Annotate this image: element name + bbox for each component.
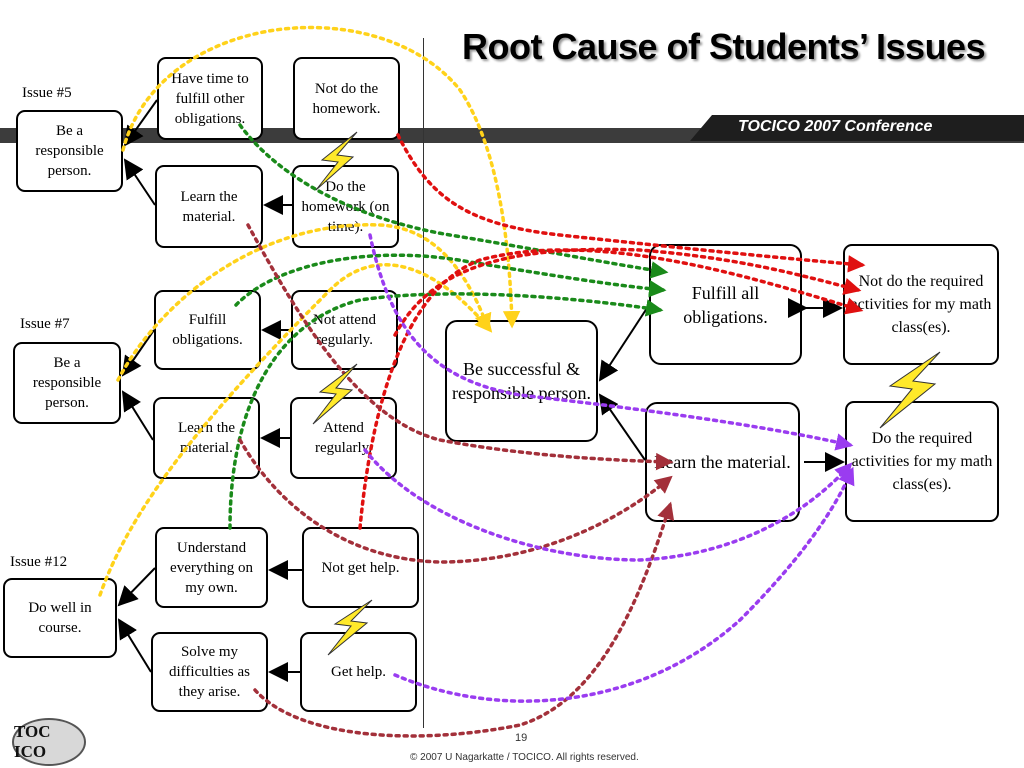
issue7-not-attend-box: Not attend regularly. bbox=[291, 290, 398, 370]
issue-5-label: Issue #5 bbox=[22, 85, 72, 101]
issue5-goal-box: Be a responsible person. bbox=[16, 110, 123, 192]
connector-arrow bbox=[117, 567, 156, 607]
connector-arrow bbox=[598, 304, 650, 382]
tocico-logo: TOC ICO bbox=[12, 718, 86, 766]
result-learn-box: Learn the material. bbox=[645, 402, 800, 522]
connector-arrow bbox=[121, 390, 154, 441]
result-goal-box: Be successful & responsible person. bbox=[445, 320, 598, 442]
issue5-not-do-homework-box: Not do the homework. bbox=[293, 57, 400, 140]
conference-label: TOCICO 2007 Conference bbox=[738, 118, 933, 135]
result-not-do-box: Not do the required activities for my ma… bbox=[843, 244, 999, 365]
result-fulfill-box: Fulfill all obligations. bbox=[649, 244, 802, 365]
connector-arrow bbox=[121, 329, 155, 377]
connector-arrow bbox=[598, 393, 646, 461]
issue5-do-homework-box: Do the homework (on time). bbox=[292, 165, 399, 248]
issue7-fulfill-box: Fulfill obligations. bbox=[154, 290, 261, 370]
page-number: 19 bbox=[515, 732, 528, 744]
issue-12-label: Issue #12 bbox=[10, 554, 68, 570]
connector-arrow bbox=[117, 618, 152, 673]
divider-line bbox=[423, 38, 424, 728]
issue12-solve-box: Solve my difficulties as they arise. bbox=[151, 632, 268, 712]
issue7-attend-box: Attend regularly. bbox=[290, 397, 397, 479]
issue-7-label: Issue #7 bbox=[20, 316, 70, 332]
issue5-have-time-box: Have time to fulfill other obligations. bbox=[157, 57, 263, 140]
copyright-text: © 2007 U Nagarkatte / TOCICO. All rights… bbox=[410, 752, 639, 763]
connector-arrow bbox=[123, 158, 156, 206]
page-title: Root Cause of Students’ Issues bbox=[462, 26, 986, 67]
issue7-goal-box: Be a responsible person. bbox=[13, 342, 121, 424]
issue12-goal-box: Do well in course. bbox=[3, 578, 117, 658]
issue12-understand-box: Understand everything on my own. bbox=[155, 527, 268, 608]
issue7-learn-box: Learn the material. bbox=[153, 397, 260, 479]
issue5-learn-box: Learn the material. bbox=[155, 165, 263, 248]
issue12-get-help-box: Get help. bbox=[300, 632, 417, 712]
issue12-not-get-help-box: Not get help. bbox=[302, 527, 419, 608]
result-do-box: Do the required activities for my math c… bbox=[845, 401, 999, 522]
